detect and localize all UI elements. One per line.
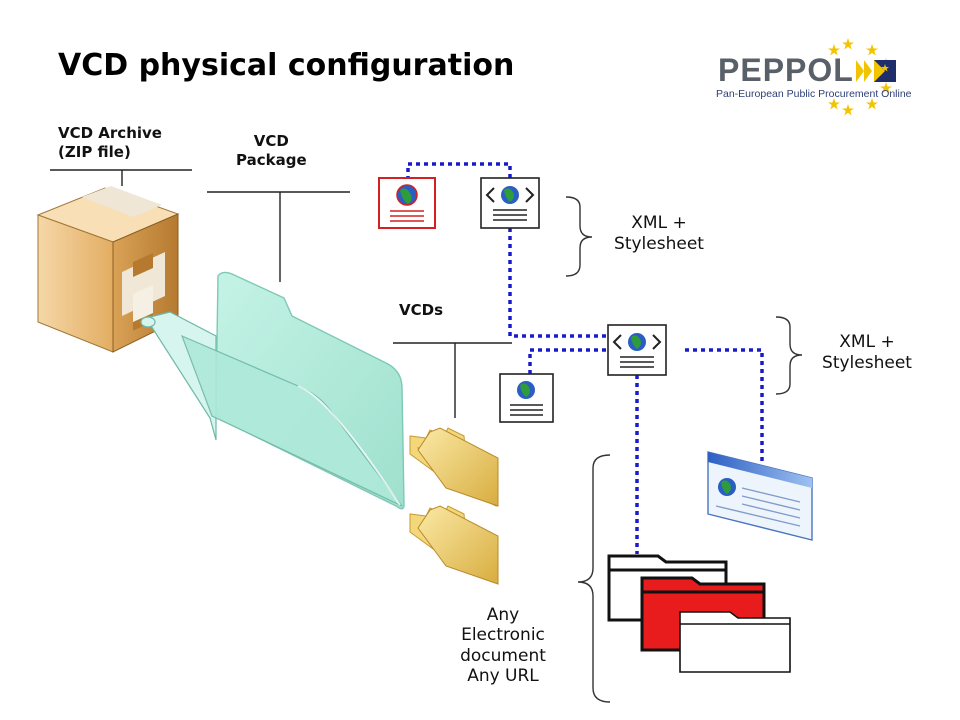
vcd-package-label: VCD Package xyxy=(236,132,307,169)
document-folder-icon xyxy=(679,611,791,673)
zip-archive-icon xyxy=(36,186,180,353)
xml-document-icon xyxy=(607,324,667,376)
vcd-package-folder-icon xyxy=(180,271,405,510)
xml-stylesheet-label-1: XML + Stylesheet xyxy=(614,213,704,255)
vcd-folder-icon xyxy=(409,505,499,585)
red-document-icon xyxy=(378,177,436,229)
xml-document-icon xyxy=(480,177,540,229)
xml-stylesheet-label-2: XML + Stylesheet xyxy=(822,332,912,374)
peppol-logo: PEPPOL Pan-European Public Procurement O… xyxy=(714,34,912,120)
browser-window-icon xyxy=(707,451,813,541)
page-title: VCD physical configuration xyxy=(58,48,515,83)
document-icon xyxy=(499,373,554,423)
callout-lines xyxy=(50,169,512,418)
eu-stars-icon xyxy=(828,38,896,116)
vcd-folder-icon xyxy=(409,427,499,507)
vcds-label: VCDs xyxy=(399,301,443,319)
braces xyxy=(565,196,803,703)
dotted-connectors xyxy=(406,162,764,554)
peppol-tagline: Pan-European Public Procurement Online xyxy=(716,88,912,100)
any-electronic-document-label: Any Electronic document Any URL xyxy=(460,605,546,687)
vcd-archive-label: VCD Archive (ZIP file) xyxy=(58,124,162,161)
peppol-arrows-icon xyxy=(856,60,896,82)
peppol-wordmark: PEPPOL xyxy=(718,52,854,88)
